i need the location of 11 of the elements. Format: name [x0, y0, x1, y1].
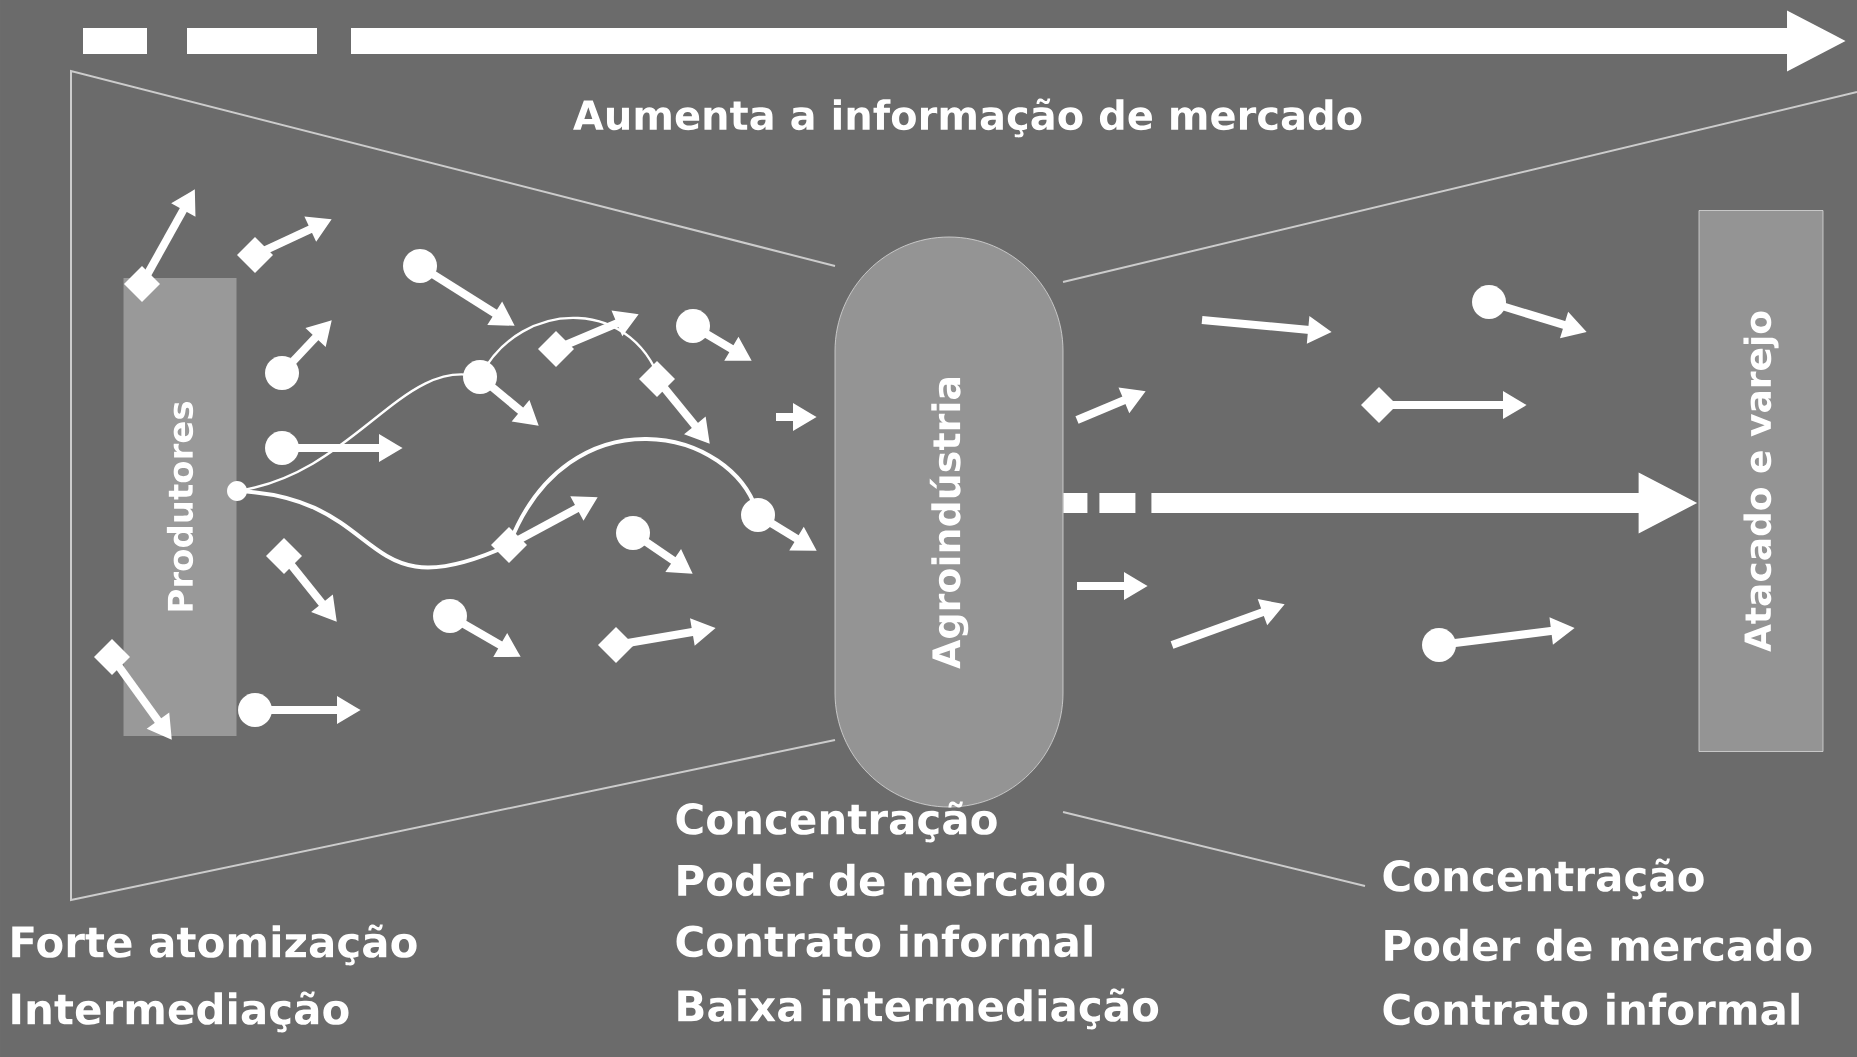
label-text: Aumenta a informação de mercado [573, 98, 1362, 138]
label-text: Concentração [1383, 858, 1704, 900]
label-text: Poder de mercado [678, 863, 1105, 897]
label-text: Poder de mercado [1385, 928, 1812, 962]
process-box: Atacado e varejo [1698, 210, 1824, 752]
label-text: Contrato informal [1383, 992, 1799, 1026]
label-text: Baixa intermediação [678, 988, 1159, 1030]
label-text: Forte atomização [12, 924, 417, 966]
label-text: Contrato informal [676, 924, 1092, 958]
process-box: Produtores [123, 278, 237, 736]
label-text: Intermediação [12, 991, 349, 1033]
